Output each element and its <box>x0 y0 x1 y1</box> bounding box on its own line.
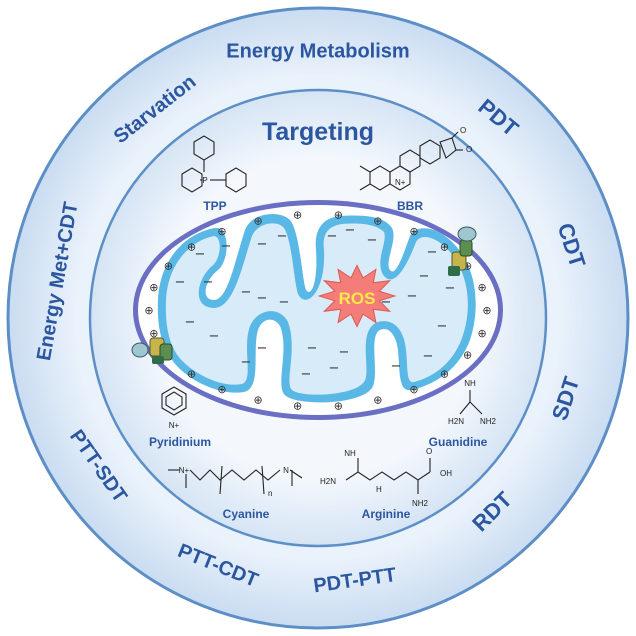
minus-charge: − <box>185 315 196 330</box>
minus-charge: − <box>345 223 356 238</box>
minus-charge: − <box>339 345 350 360</box>
minus-charge: − <box>391 359 402 374</box>
ring-label-0: Energy Metabolism <box>226 40 409 62</box>
plus-charge: ⊕ <box>409 225 418 238</box>
plus-charge: ⊕ <box>187 240 196 253</box>
minus-charge: − <box>301 367 312 382</box>
plus-charge: ⊕ <box>253 394 262 407</box>
plus-charge: ⊕ <box>373 394 382 407</box>
arginine-nh2: NH2 <box>412 499 429 508</box>
minus-charge: − <box>419 269 430 284</box>
arginine-nh: NH <box>344 449 356 458</box>
cyanine-n-plus: N+ <box>179 466 190 475</box>
minus-charge: − <box>423 349 434 364</box>
guanidine-nh: NH <box>464 379 476 388</box>
plus-charge: ⊕ <box>293 399 302 412</box>
bbr-nitrogen: N+ <box>395 178 406 187</box>
guanidine-label: Guanidine <box>429 435 488 449</box>
tpp-label: TPP <box>203 199 226 213</box>
cyanine-n: N <box>283 466 289 475</box>
plus-charge: ⊕ <box>217 225 226 238</box>
plus-charge: ⊕ <box>144 304 153 317</box>
minus-charge: − <box>241 285 252 300</box>
minus-charge: − <box>209 329 220 344</box>
cyanine-label: Cyanine <box>223 507 270 521</box>
minus-charge: − <box>257 341 268 356</box>
membrane-protein-left <box>131 337 173 364</box>
minus-charge: − <box>175 275 186 290</box>
arginine-oh: OH <box>440 469 452 478</box>
minus-charge: − <box>381 295 392 310</box>
plus-charge: ⊕ <box>477 327 486 340</box>
plus-charge: ⊕ <box>149 281 158 294</box>
plus-charge: ⊕ <box>373 214 382 227</box>
minus-charge: − <box>277 229 288 244</box>
bbr-structure: N+ O O BBR <box>359 126 472 213</box>
plus-charge: ⊕ <box>463 259 472 272</box>
tpp-phosphorus: P <box>202 176 207 185</box>
minus-charge: − <box>445 281 456 296</box>
cyanine-structure: N+ N n Cyanine <box>168 465 303 521</box>
plus-charge: ⊕ <box>164 259 173 272</box>
plus-charge: ⊕ <box>482 304 491 317</box>
plus-charge: ⊕ <box>334 209 343 222</box>
minus-charge: − <box>407 289 418 304</box>
minus-charge: − <box>221 239 232 254</box>
minus-charge: − <box>257 291 268 306</box>
plus-charge: ⊕ <box>334 399 343 412</box>
plus-charge: ⊕ <box>463 349 472 362</box>
cyanine-subscript: n <box>268 489 272 498</box>
plus-charge: ⊕ <box>293 209 302 222</box>
guanidine-structure: NH H2N NH2 Guanidine <box>429 379 497 449</box>
arginine-h2n: H2N <box>320 477 336 486</box>
negative-charges: −−−−−−−−−−−−−−−−−−−−−−−−−−−− <box>175 223 456 382</box>
minus-charge: − <box>367 233 378 248</box>
matrix <box>165 223 468 395</box>
bbr-oxygen-1: O <box>466 145 472 154</box>
minus-charge: − <box>195 247 206 262</box>
bbr-oxygen-2: O <box>460 126 466 135</box>
plus-charge: ⊕ <box>187 368 196 381</box>
arginine-structure: NH H2N H NH2 O OH Arginine <box>320 447 452 521</box>
minus-charge: − <box>241 355 252 370</box>
guanidine-h2n: H2N <box>448 417 464 426</box>
minus-charge: − <box>257 237 268 252</box>
plus-charge: ⊕ <box>440 240 449 253</box>
minus-charge: − <box>307 341 318 356</box>
targeting-title: Targeting <box>262 118 374 146</box>
pyridinium-nitrogen: N+ <box>169 421 180 430</box>
plus-charge: ⊕ <box>409 383 418 396</box>
minus-charge: − <box>327 229 338 244</box>
guanidine-nh2: NH2 <box>480 417 497 426</box>
arginine-label: Arginine <box>362 507 411 521</box>
minus-charge: − <box>279 295 290 310</box>
arginine-h: H <box>376 485 382 494</box>
minus-charge: − <box>329 361 340 376</box>
mitochondrion: ROS ⊕⊕⊕⊕⊕⊕⊕⊕⊕⊕⊕⊕⊕⊕⊕⊕⊕⊕⊕⊕⊕⊕⊕⊕⊕⊕ −−−−−−−−−… <box>131 200 503 420</box>
pyridinium-label: Pyridinium <box>149 435 211 449</box>
minus-charge: − <box>437 319 448 334</box>
tpp-structure: P TPP <box>181 135 247 213</box>
plus-charge: ⊕ <box>477 281 486 294</box>
minus-charge: − <box>203 275 214 290</box>
bbr-label: BBR <box>397 199 423 213</box>
membrane-protein-right <box>448 226 477 276</box>
pyridinium-structure: N+ Pyridinium <box>149 386 211 449</box>
plus-charge: ⊕ <box>149 327 158 340</box>
minus-charge: − <box>427 245 438 260</box>
arginine-oxygen: O <box>426 447 432 456</box>
plus-charge: ⊕ <box>217 383 226 396</box>
ros-label: ROS <box>339 289 376 308</box>
ros-burst <box>317 264 397 328</box>
plus-charge: ⊕ <box>253 214 262 227</box>
plus-charge: ⊕ <box>440 368 449 381</box>
